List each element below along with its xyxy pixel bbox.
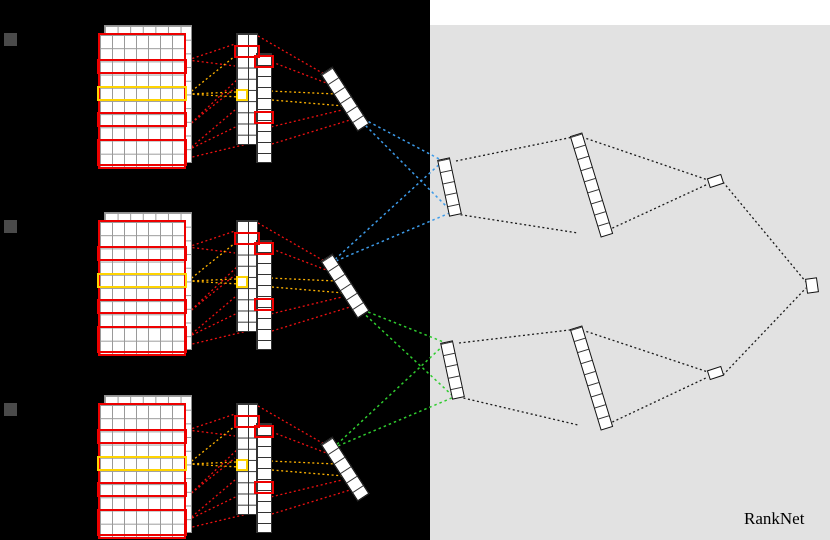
row-highlight-red-2 [97,299,187,314]
feature-vector [320,436,370,502]
cell-highlight-red-b2 [254,111,274,124]
final-score-node [805,277,819,294]
feature-vector [320,66,370,132]
row-highlight-red-3 [97,509,187,536]
document-marker [4,33,17,46]
cell-highlight-yellow [236,89,248,101]
row-highlight-red-2 [97,482,187,497]
ranknet-label: RankNet [744,509,805,528]
cell-highlight-red-b1 [254,425,274,438]
cell-highlight-yellow [236,276,248,288]
cell-highlight-red-b1 [254,242,274,255]
document-feature-block-3 [0,395,430,540]
conv-column-b [256,423,272,533]
conv-column-b [256,53,272,163]
row-highlight-red-1 [97,429,187,444]
cell-highlight-yellow [236,459,248,471]
document-marker [4,403,17,416]
row-highlight-red-1 [97,246,187,261]
cell-highlight-red-b2 [254,298,274,311]
row-highlight-yellow [97,273,187,288]
ranknet-panel [430,25,830,540]
feature-map [98,220,186,356]
cell-highlight-red-b2 [254,481,274,494]
feature-map [98,33,186,169]
feature-map [98,403,186,539]
row-highlight-red-1 [97,59,187,74]
conv-column-b [256,240,272,350]
document-feature-block-2 [0,212,430,390]
feature-vector [320,253,370,319]
row-highlight-red-3 [97,326,187,353]
cell-highlight-red-b1 [254,55,274,68]
row-highlight-yellow [97,456,187,471]
document-feature-block-1 [0,25,430,203]
row-highlight-yellow [97,86,187,101]
row-highlight-red-3 [97,139,187,166]
row-highlight-red-2 [97,112,187,127]
document-marker [4,220,17,233]
